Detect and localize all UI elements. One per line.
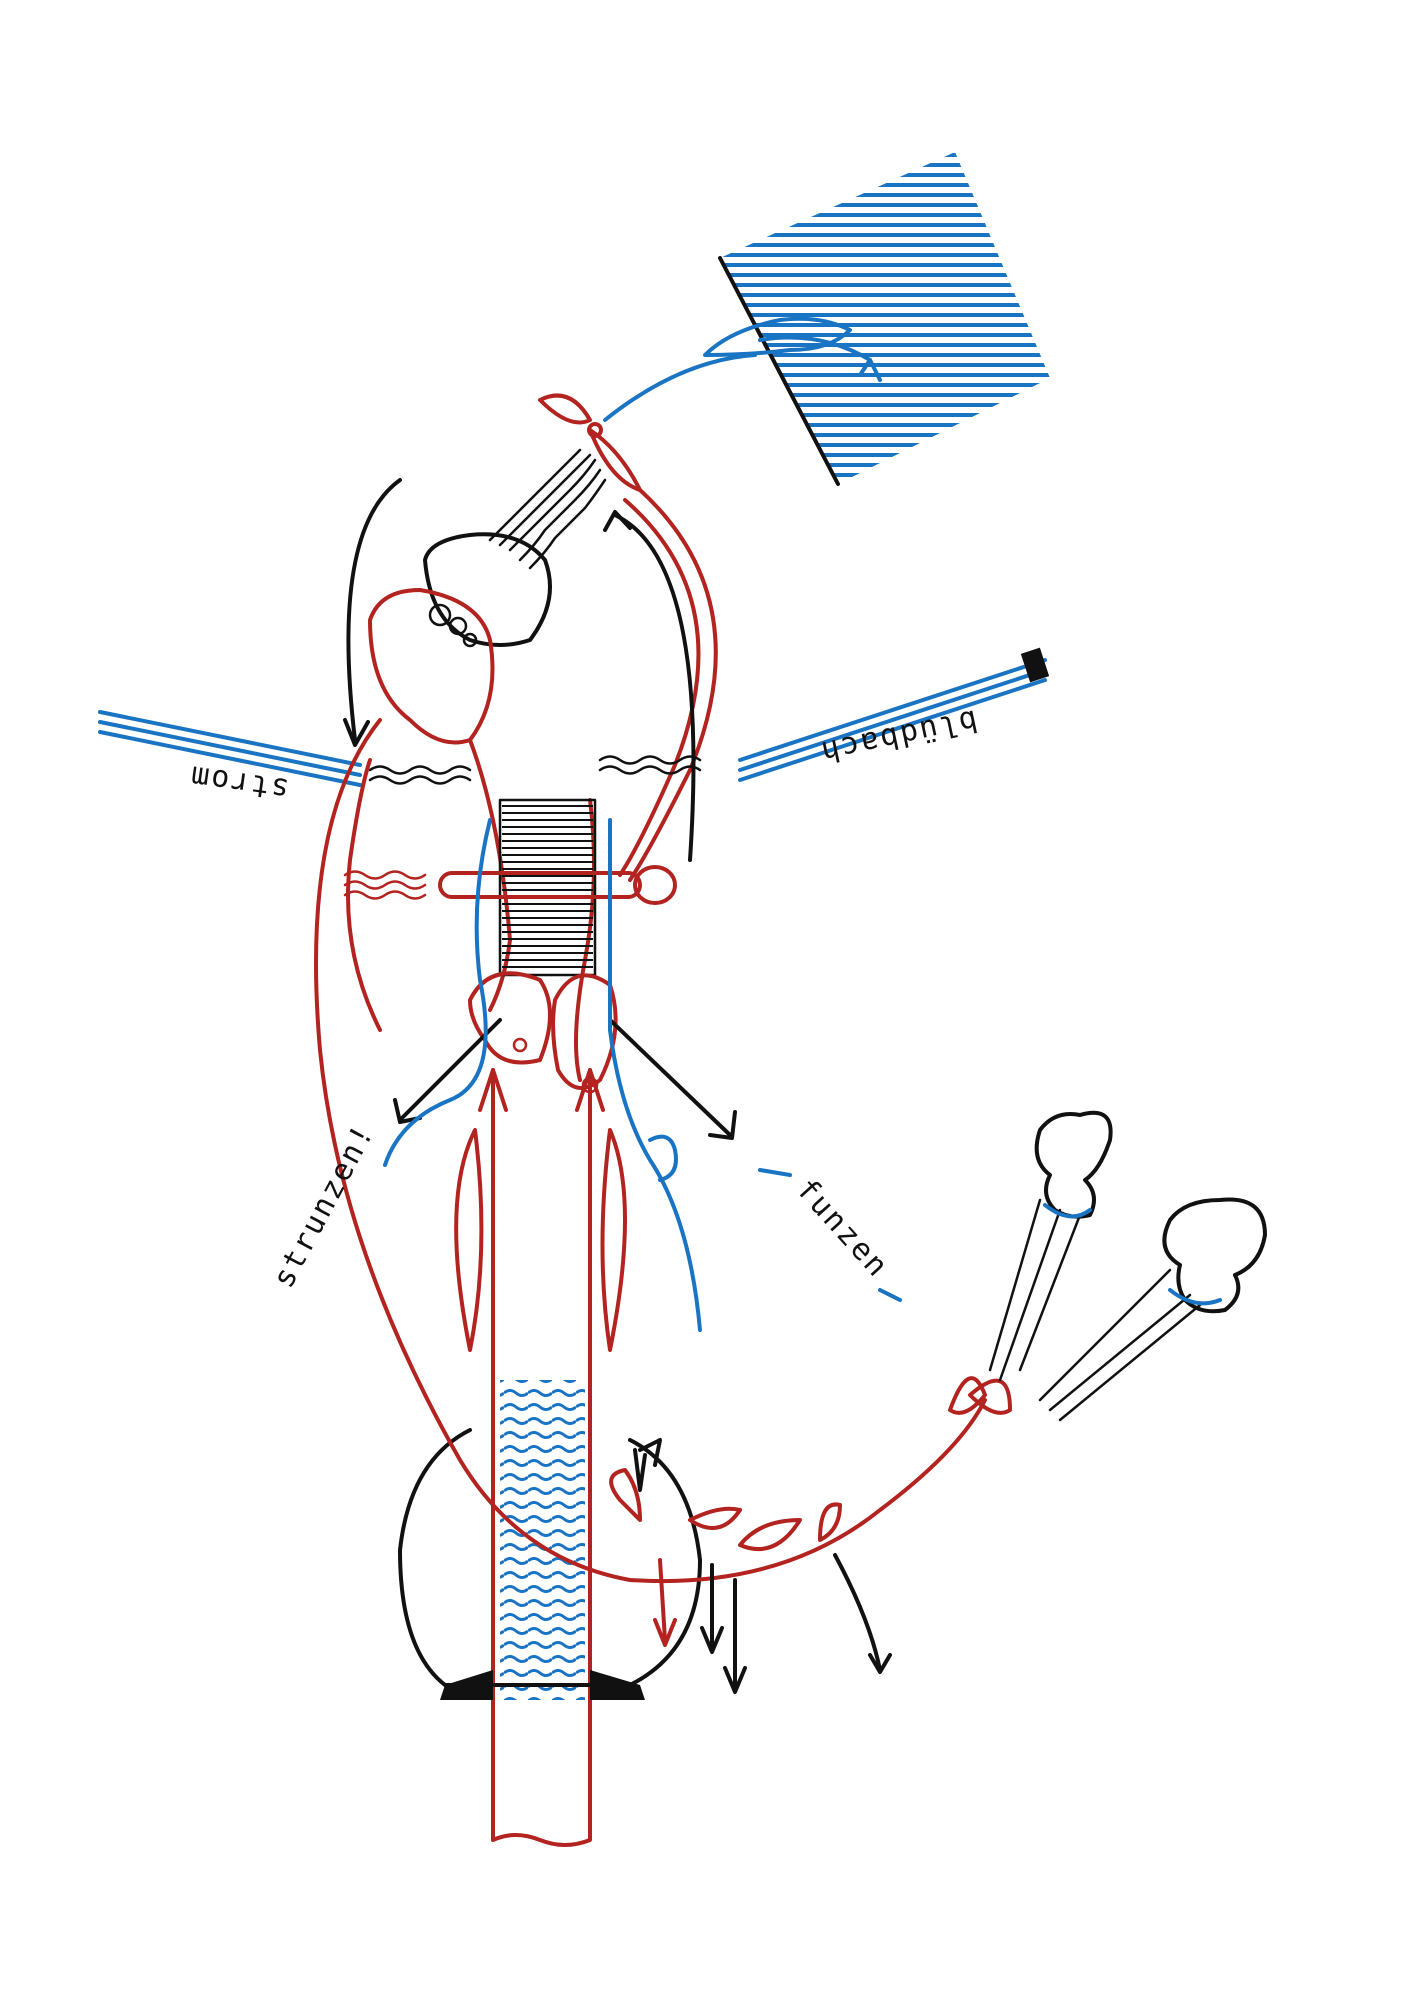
red-right-arc-inner <box>618 498 701 877</box>
blue-curve-right <box>607 818 702 1332</box>
vertical-column <box>478 1068 605 1847</box>
arrow-diag-right-head <box>708 1110 737 1140</box>
arrow-diag-right <box>608 1018 732 1137</box>
vase-outline <box>398 1428 702 1700</box>
label-strunzen: strunzen! <box>266 1118 382 1294</box>
drop-shapes <box>988 1110 1267 1422</box>
label-strom: strom <box>187 758 291 807</box>
panel-link-curve <box>603 353 757 422</box>
small-leaves <box>609 1448 892 1694</box>
funzen-dash-bottom <box>878 1288 902 1302</box>
feather-shape <box>703 316 852 357</box>
wavy-band <box>368 755 702 785</box>
column-leaves <box>454 1128 627 1352</box>
striped-panel <box>718 152 1050 486</box>
blue-lines-left <box>98 710 362 787</box>
blue-curve-left <box>383 818 492 1167</box>
arrow-right-head <box>603 510 632 532</box>
vase-arrow <box>638 1438 662 1467</box>
blue-lines-right <box>738 647 1050 782</box>
red-wavy <box>343 870 427 900</box>
label-bluebach: blüdbach <box>816 702 980 770</box>
arrow-right-curve <box>613 513 696 862</box>
funzen-dash-top <box>758 1168 792 1177</box>
red-stem <box>628 1376 1012 1584</box>
label-funzen: funzen <box>789 1172 896 1285</box>
arrow-left-curve <box>346 478 402 742</box>
hair-strands <box>488 448 607 570</box>
red-loop-left <box>314 718 632 1582</box>
head-outline <box>423 532 552 647</box>
arrow-left-head <box>343 718 370 747</box>
crossbar <box>438 865 677 905</box>
arrow-diag-left <box>398 1018 502 1122</box>
blue-curl <box>648 1134 678 1182</box>
red-right-arc <box>628 488 718 882</box>
torso-stripes <box>498 798 597 977</box>
